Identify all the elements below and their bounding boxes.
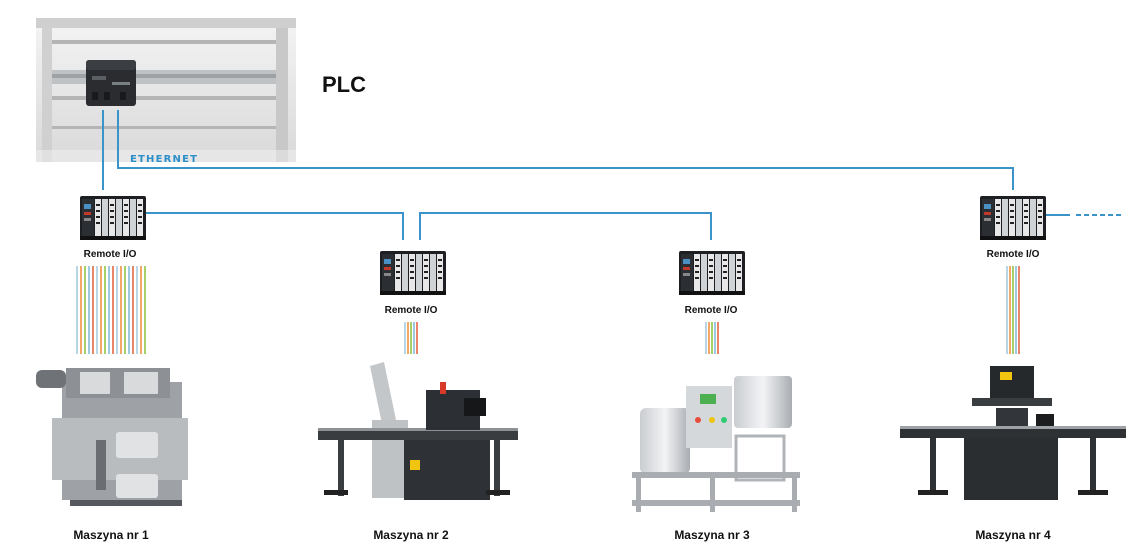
machine-2-illustration [318, 362, 518, 500]
ethernet-label: ETHERNET [130, 154, 198, 165]
remote-io-label-3: Remote I/O [685, 305, 738, 316]
plc-cabinet [36, 18, 296, 162]
machine-1-illustration [36, 368, 188, 506]
remote-io-1 [80, 196, 146, 240]
remote-io-label-2: Remote I/O [385, 305, 438, 316]
machine-label-3: Maszyna nr 3 [674, 528, 750, 542]
plc-title: PLC [322, 72, 366, 97]
remote-io-label-1: Remote I/O [84, 249, 137, 260]
wire-bundle-1 [76, 266, 146, 354]
plc-unit [86, 60, 136, 106]
remote-io-4 [980, 196, 1046, 240]
wire-bundle-4 [1006, 266, 1020, 354]
machine-4-illustration [900, 366, 1126, 500]
remote-io-label-4: Remote I/O [987, 249, 1040, 260]
ethernet-lines [102, 110, 1124, 240]
remote-io-2 [380, 251, 446, 295]
remote-io-3 [679, 251, 745, 295]
machine-label-4: Maszyna nr 4 [975, 528, 1051, 542]
machine-label-2: Maszyna nr 2 [373, 528, 449, 542]
machine-3-illustration [632, 376, 800, 512]
machine-label-1: Maszyna nr 1 [73, 528, 149, 542]
wire-bundle-2 [404, 322, 418, 354]
wire-bundle-3 [705, 322, 719, 354]
